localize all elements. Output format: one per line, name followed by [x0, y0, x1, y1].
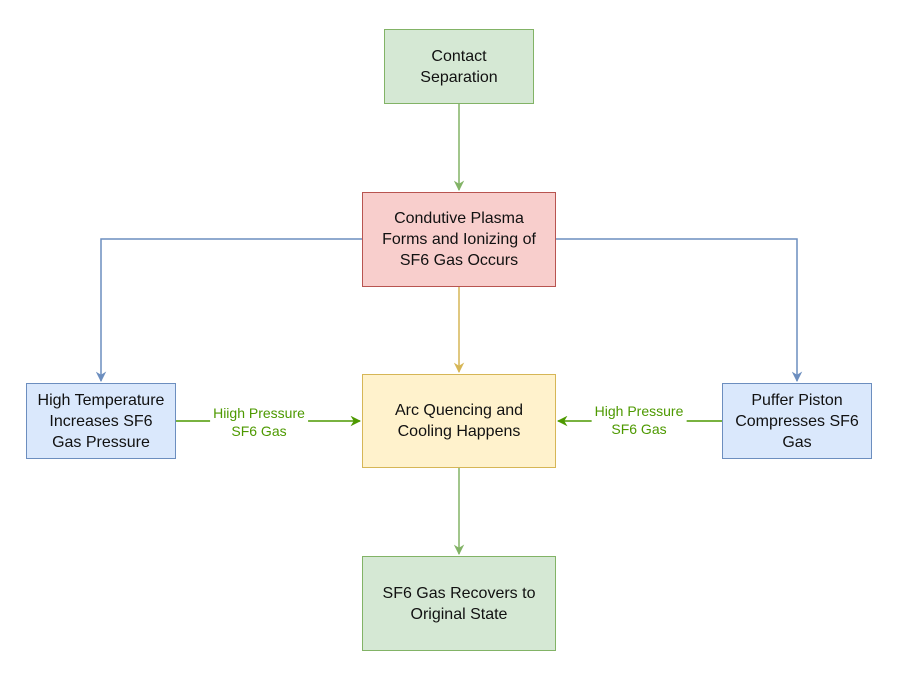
sf6-recovers-label: SF6 Gas Recovers to Original State [382, 584, 536, 623]
edge-plasma-to-high-temperature [95, 238, 362, 383]
contact-separation-label: Contact Separation [420, 47, 498, 86]
arc-quenching-node: Arc Quencing and Cooling Happens [362, 374, 556, 468]
conductive-plasma-node: Condutive Plasma Forms and Ionizing of S… [362, 192, 556, 287]
edge-label-right-pressure: High Pressure SF6 Gas [591, 402, 687, 438]
contact-separation-node: Contact Separation [384, 29, 534, 104]
high-temperature-label: High Temperature Increases SF6 Gas Press… [37, 391, 165, 451]
conductive-plasma-label: Condutive Plasma Forms and Ionizing of S… [382, 210, 536, 269]
sf6-recovers-node: SF6 Gas Recovers to Original State [362, 556, 556, 651]
edge-plasma-to-puffer-piston [556, 238, 803, 383]
puffer-piston-label: Puffer Piston Compresses SF6 Gas [735, 391, 859, 451]
edge-label-left-pressure: Hiigh Pressure SF6 Gas [210, 404, 308, 440]
high-temperature-node: High Temperature Increases SF6 Gas Press… [26, 383, 176, 459]
arc-quenching-label: Arc Quencing and Cooling Happens [394, 402, 524, 440]
puffer-piston-node: Puffer Piston Compresses SF6 Gas [722, 383, 872, 459]
